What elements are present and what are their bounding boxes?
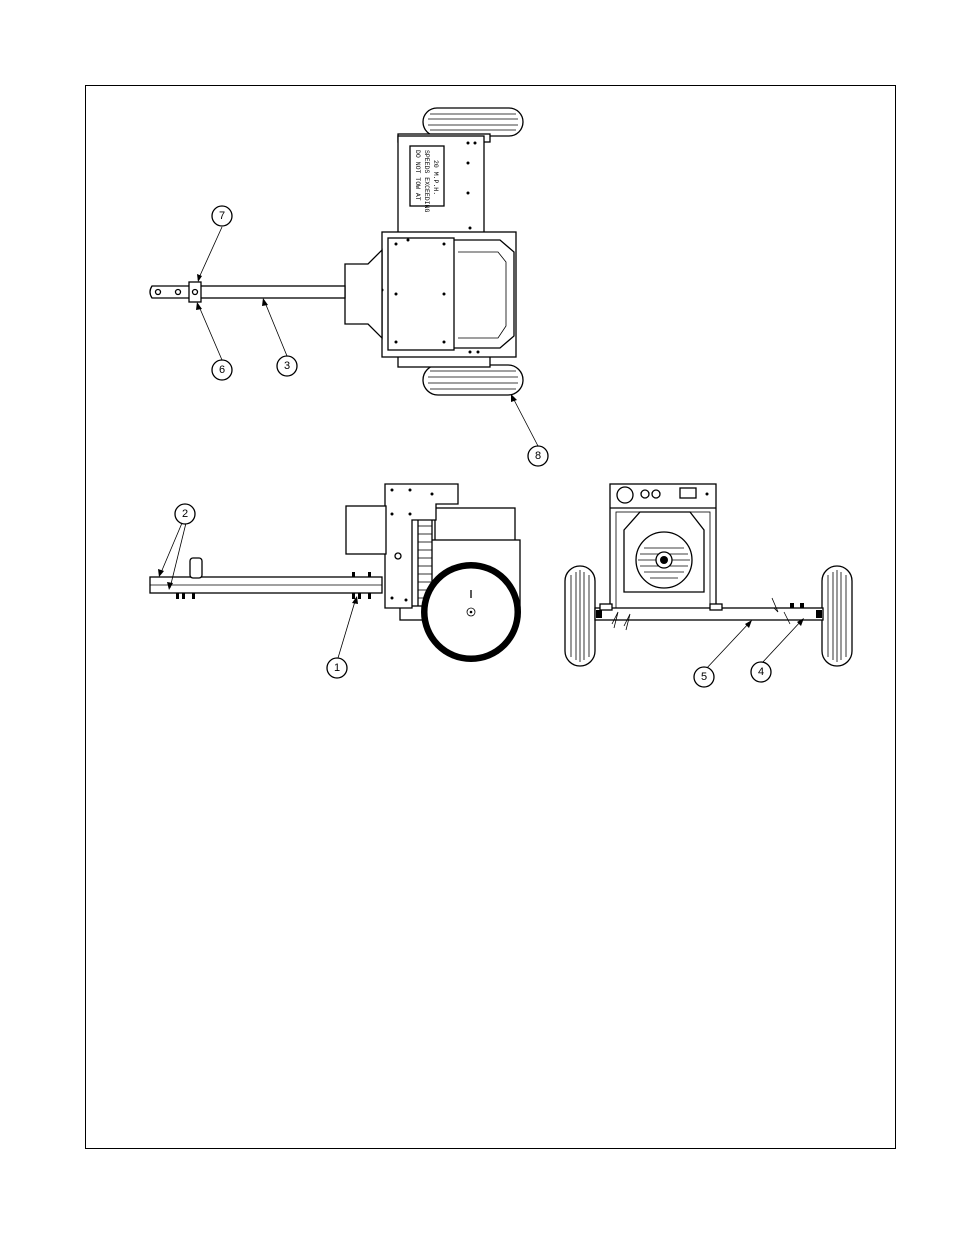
top-tow-tongue [195,286,345,298]
front-right-tire [822,566,852,666]
top-view: DO NOT TOW AT SPEEDS EXCEEDING 20 M.P.H. [150,108,523,395]
top-lower-tire [423,365,523,395]
callout-3-label: 3 [284,360,290,372]
callout-7: 7 [212,206,232,226]
front-view [565,484,852,666]
callout-5: 5 [694,667,714,687]
front-left-tire [565,566,595,666]
callout-8-label: 8 [535,450,541,462]
callout-3: 3 [277,356,297,376]
decal-line-3: 20 M.P.H. [432,160,439,195]
callout-2: 2 [175,504,195,524]
callout-2-label: 2 [182,508,188,520]
side-view [150,484,521,662]
callout-1-label: 1 [334,662,340,674]
side-muffler [346,506,386,554]
callout-6: 6 [212,360,232,380]
callout-8: 8 [528,446,548,466]
decal-line-2: SPEEDS EXCEEDING [423,150,430,213]
side-hitch-post [190,558,202,578]
callout-1: 1 [327,658,347,678]
warning-decal: DO NOT TOW AT SPEEDS EXCEEDING 20 M.P.H. [410,146,444,213]
callout-6-label: 6 [219,364,225,376]
callout-4-label: 4 [758,666,764,678]
callout-7-label: 7 [219,210,225,222]
callout-4: 4 [751,662,771,682]
side-wheel [421,562,521,662]
top-upper-tire [423,108,523,136]
callout-5-label: 5 [701,671,707,683]
decal-line-1: DO NOT TOW AT [414,150,421,201]
top-muffler [345,250,382,338]
